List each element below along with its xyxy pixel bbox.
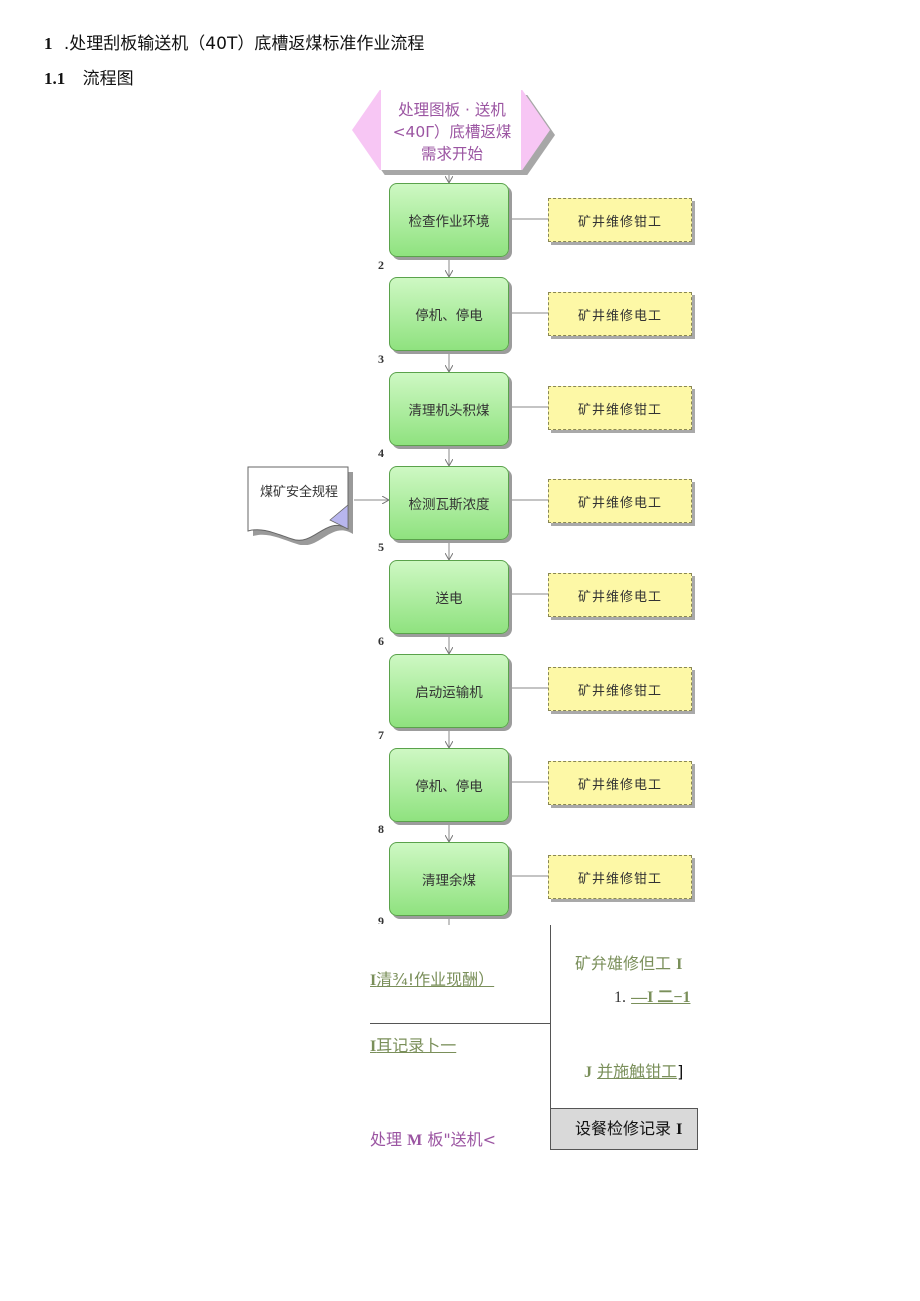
role-box: 矿井维修钳工	[548, 855, 692, 899]
role-box: 矿井维修电工	[548, 292, 692, 336]
document-icon	[247, 466, 353, 545]
subsection-heading: 1.1 流程图	[44, 64, 134, 89]
start-node-label: 处理图板 · 送机 <40Γ）底槽返煤 需求开始	[392, 101, 512, 163]
step-stop-machine-2: 停机、停电	[389, 748, 509, 822]
section-number: 1	[44, 34, 53, 53]
broken-text-line: I耳记录卜一	[370, 1036, 457, 1055]
equipment-record-box: 设餐检修记录 I	[550, 1108, 698, 1150]
step-gas-detect: 检测瓦斯浓度	[389, 466, 509, 540]
role-box: 矿井维修电工	[548, 573, 692, 617]
broken-list-item: 1. —I 二−1	[614, 989, 691, 1006]
divider-vertical	[550, 925, 551, 1150]
step-number: 5	[378, 540, 384, 554]
role-box: 矿井维修钳工	[548, 386, 692, 430]
step-number: 9	[378, 914, 384, 924]
role-box: 矿井维修电工	[548, 479, 692, 523]
step-number: 8	[378, 822, 384, 836]
start-node: 处理图板 · 送机 <40Γ）底槽返煤 需求开始	[352, 90, 555, 175]
step-clear-head-coal: 清理机头积煤	[389, 372, 509, 446]
role-box: 矿井维修电工	[548, 761, 692, 805]
step-number: 4	[378, 446, 384, 460]
step-stop-machine: 停机、停电	[389, 277, 509, 351]
role-box: 矿井维修钳工	[548, 198, 692, 242]
document-label: 煤矿安全规程	[259, 485, 338, 500]
step-number: 2	[378, 258, 384, 272]
step-number: 3	[378, 352, 384, 366]
divider-horizontal	[370, 1023, 551, 1024]
broken-role-text: 矿弁雄修但工 I	[575, 954, 683, 973]
step-start-conveyor: 启动运输机	[389, 654, 509, 728]
broken-text-line: I清¾!作业现酬）	[370, 970, 495, 989]
step-number: 6	[378, 634, 384, 648]
role-box: 矿井维修钳工	[548, 667, 692, 711]
broken-end-text: 处理 M 板"送机<	[370, 1130, 497, 1149]
broken-role-text: J 并施触钳工]	[584, 1062, 684, 1081]
section-heading: 1 .处理刮板输送机（40T）底槽返煤标准作业流程	[44, 29, 424, 54]
section-title: .处理刮板输送机（40T）底槽返煤标准作业流程	[63, 34, 425, 54]
step-clear-remaining-coal: 清理余煤	[389, 842, 509, 916]
step-number: 7	[378, 728, 384, 742]
step-check-environment: 检查作业环境	[389, 183, 509, 257]
subsection-title: 流程图	[82, 69, 134, 89]
step-power-on: 送电	[389, 560, 509, 634]
subsection-number: 1.1	[44, 69, 66, 88]
